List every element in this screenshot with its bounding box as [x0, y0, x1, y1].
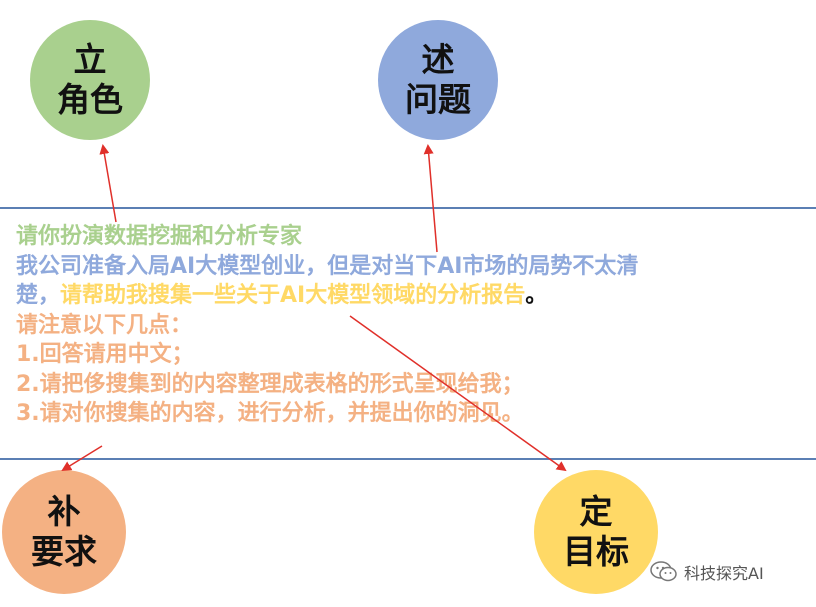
watermark: 科技探究AI: [650, 560, 764, 584]
requirements-circle: 补 要求: [2, 470, 126, 594]
problem-line-2: 楚，: [16, 283, 61, 308]
prompt-text: 请你扮演数据挖掘和分析专家 我公司准备入局AI大模型创业，但是对当下AI市场的局…: [16, 222, 806, 429]
requirement-item-3: 3.请对你搜集的内容，进行分析，并提出你的洞见。: [16, 401, 524, 426]
requirements-circle-line2: 要求: [31, 532, 97, 571]
arrow-to-requirements: [61, 445, 103, 472]
problem-goal-line: 楚，请帮助我搜集一些关于AI大模型领域的分析报告。: [16, 281, 806, 311]
requirement-item-2: 2.请把侈搜集到的内容整理成表格的形式呈现给我；: [16, 371, 524, 397]
problem-circle-line2: 问题: [405, 80, 471, 119]
top-divider: [0, 207, 816, 209]
role-circle-line1: 立: [73, 40, 107, 79]
goal-circle: 定 目标: [534, 470, 658, 594]
goal-text: 请帮助我搜集一些关于AI大模型领域的分析报告: [60, 283, 526, 308]
goal-circle-line1: 定: [579, 492, 613, 531]
wechat-icon: [650, 561, 678, 583]
bottom-divider: [0, 458, 816, 460]
goal-circle-line2: 目标: [563, 532, 629, 571]
arrow-to-goal: [349, 315, 567, 472]
problem-circle-line1: 述: [421, 40, 455, 79]
requirements-title: 请注意以下几点：: [16, 312, 193, 338]
problem-circle: 述 问题: [378, 20, 498, 140]
requirement-item-1: 1.回答请用中文；: [16, 342, 194, 367]
watermark-text: 科技探究AI: [684, 564, 764, 583]
role-line: 请你扮演数据挖掘和分析专家: [16, 224, 303, 249]
requirements-circle-line1: 补: [47, 492, 81, 531]
role-circle: 立 角色: [30, 20, 150, 140]
goal-period: 。: [525, 283, 548, 308]
arrow-to-problem: [423, 144, 438, 253]
arrow-to-role: [99, 144, 117, 223]
role-circle-line2: 角色: [57, 80, 123, 119]
problem-line-1: 我公司准备入局AI大模型创业，但是对当下AI市场的局势不太清: [16, 253, 639, 279]
